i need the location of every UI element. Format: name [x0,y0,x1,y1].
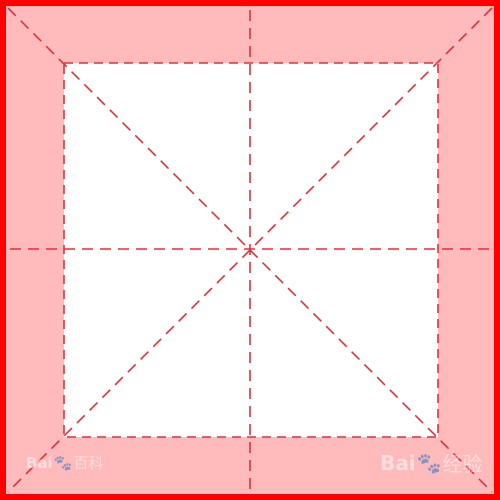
paw-icon: 🐾 [416,450,442,475]
watermark-suffix-right: 经验 [442,452,483,476]
watermark-suffix-left: 百科 [73,454,104,472]
baike-watermark: Bai 🐾 百科 [26,452,103,473]
inner-dashed-border [63,62,439,438]
paw-icon: 🐾 [53,453,73,472]
watermark-brand-right: Bai [380,450,416,475]
watermark-brand-left: Bai [26,453,53,472]
jingyan-watermark: Bai 🐾 经验 [380,448,483,477]
